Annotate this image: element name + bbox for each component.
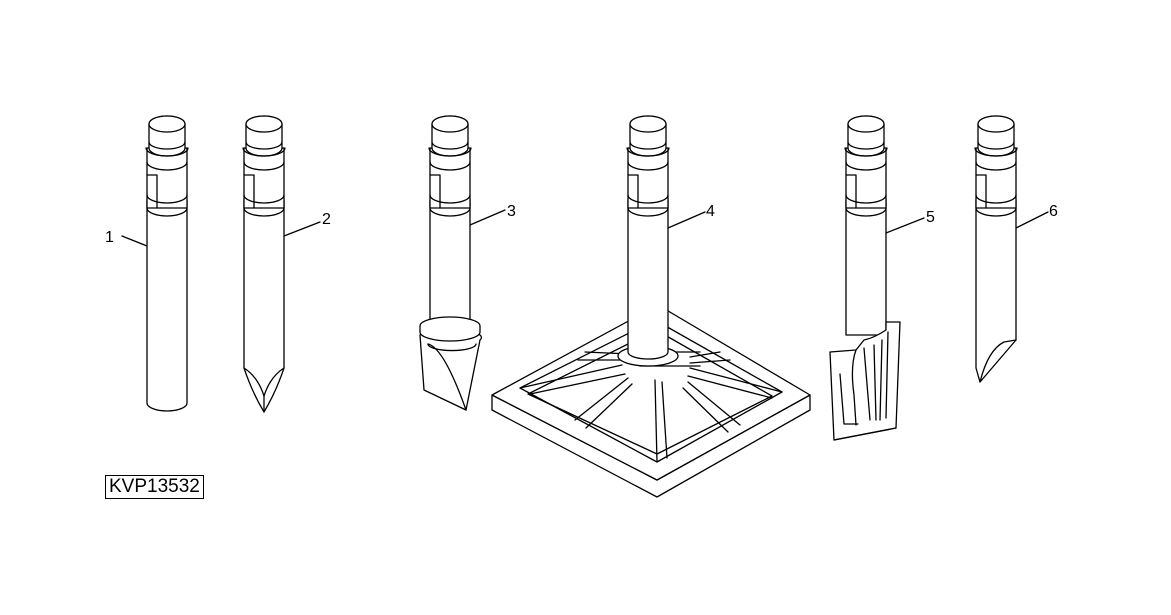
callout-label-4: 4 [706,203,715,220]
tool-2-moil-point [242,115,286,413]
callout-2: 2 [283,211,331,237]
callout-4: 4 [667,203,715,229]
callout-5: 5 [885,209,935,234]
tool-3-chisel [419,115,483,411]
tool-5-spade [829,115,901,441]
callout-label-2: 2 [322,211,331,228]
figure-code-label: KVP13532 [105,475,204,499]
tool-6-narrow-chisel [974,115,1018,383]
callout-label-3: 3 [507,203,516,220]
callout-label-5: 5 [926,209,935,226]
callout-1: 1 [105,229,148,247]
callout-label-6: 6 [1049,203,1058,220]
callout-6: 6 [1015,203,1058,229]
tool-4-tamping-plate [491,115,811,498]
tool-1-blunt [145,115,189,412]
callout-label-1: 1 [105,229,114,246]
callout-3: 3 [469,203,516,226]
